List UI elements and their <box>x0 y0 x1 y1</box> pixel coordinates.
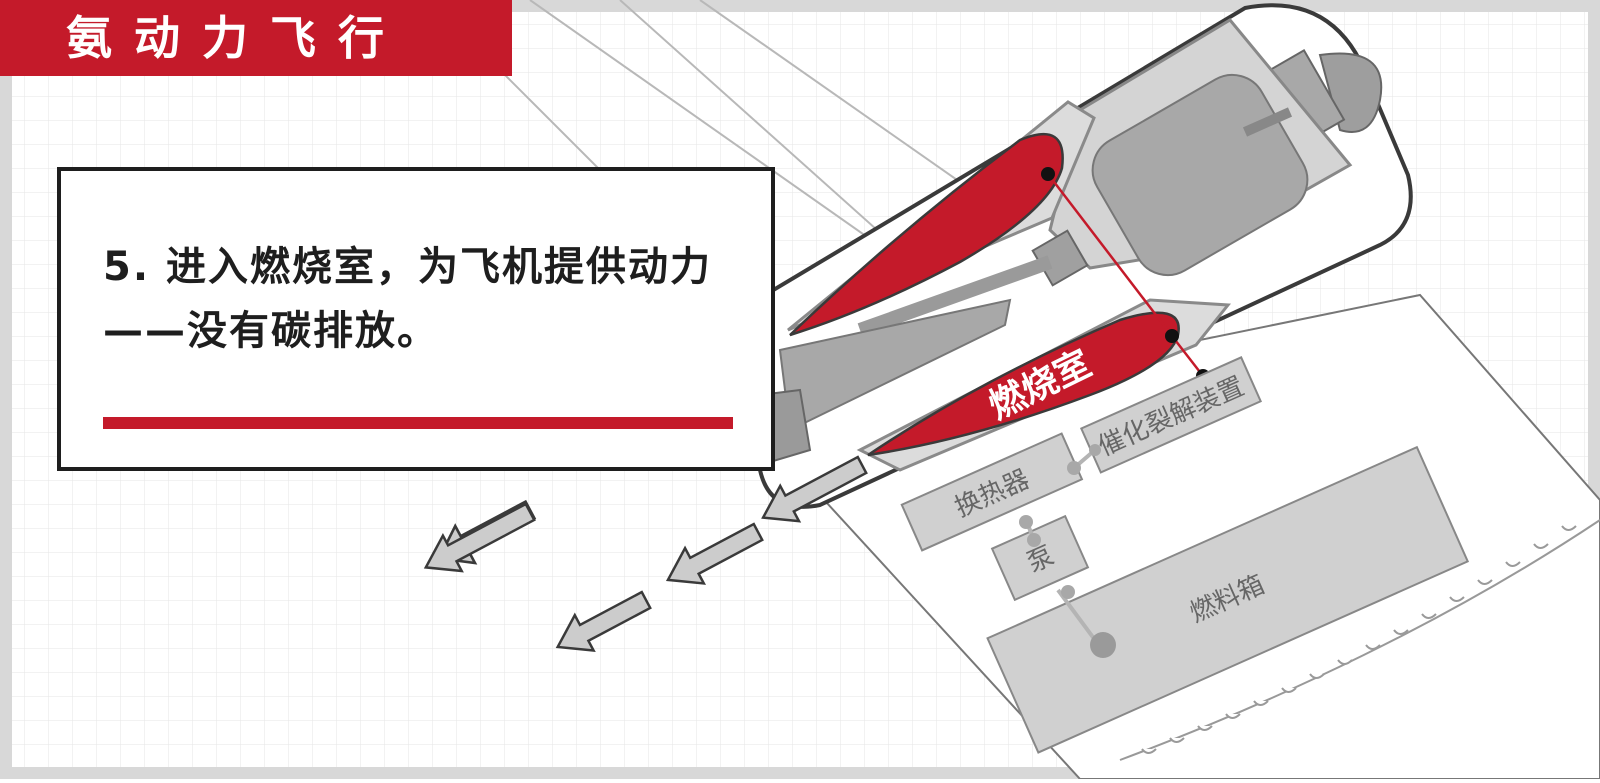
caption-text: 5. 进入燃烧室，为飞机提供动力——没有碳排放。 <box>103 244 712 354</box>
heat-exchanger: 换热器 <box>900 432 1084 552</box>
exhaust-arrow <box>555 590 652 652</box>
fuel-tank: 燃料箱 <box>986 445 1470 754</box>
connector-joints <box>1019 444 1116 658</box>
header-banner: 氨动力飞行 <box>0 0 512 76</box>
fuel-system: 催化裂解装置 换热器 泵 燃料箱 <box>900 356 1470 754</box>
exhaust-arrow <box>423 502 536 573</box>
caption-box: 5. 进入燃烧室，为飞机提供动力——没有碳排放。 <box>57 167 775 471</box>
upper-combustion-chamber <box>789 132 1064 337</box>
exhaust-arrow <box>761 455 868 523</box>
anchor-dot <box>1165 329 1179 343</box>
nose-cone <box>1318 52 1383 133</box>
engine-nacelle: 燃烧室 <box>737 3 1413 509</box>
pump: 泵 <box>990 514 1090 602</box>
exhaust-arrow <box>665 522 764 585</box>
caption-underline <box>103 417 733 429</box>
anchor-dot <box>1041 167 1055 181</box>
wing-rivets <box>1141 525 1577 754</box>
header-title: 氨动力飞行 <box>66 11 406 65</box>
exhaust-arrows <box>423 455 868 652</box>
